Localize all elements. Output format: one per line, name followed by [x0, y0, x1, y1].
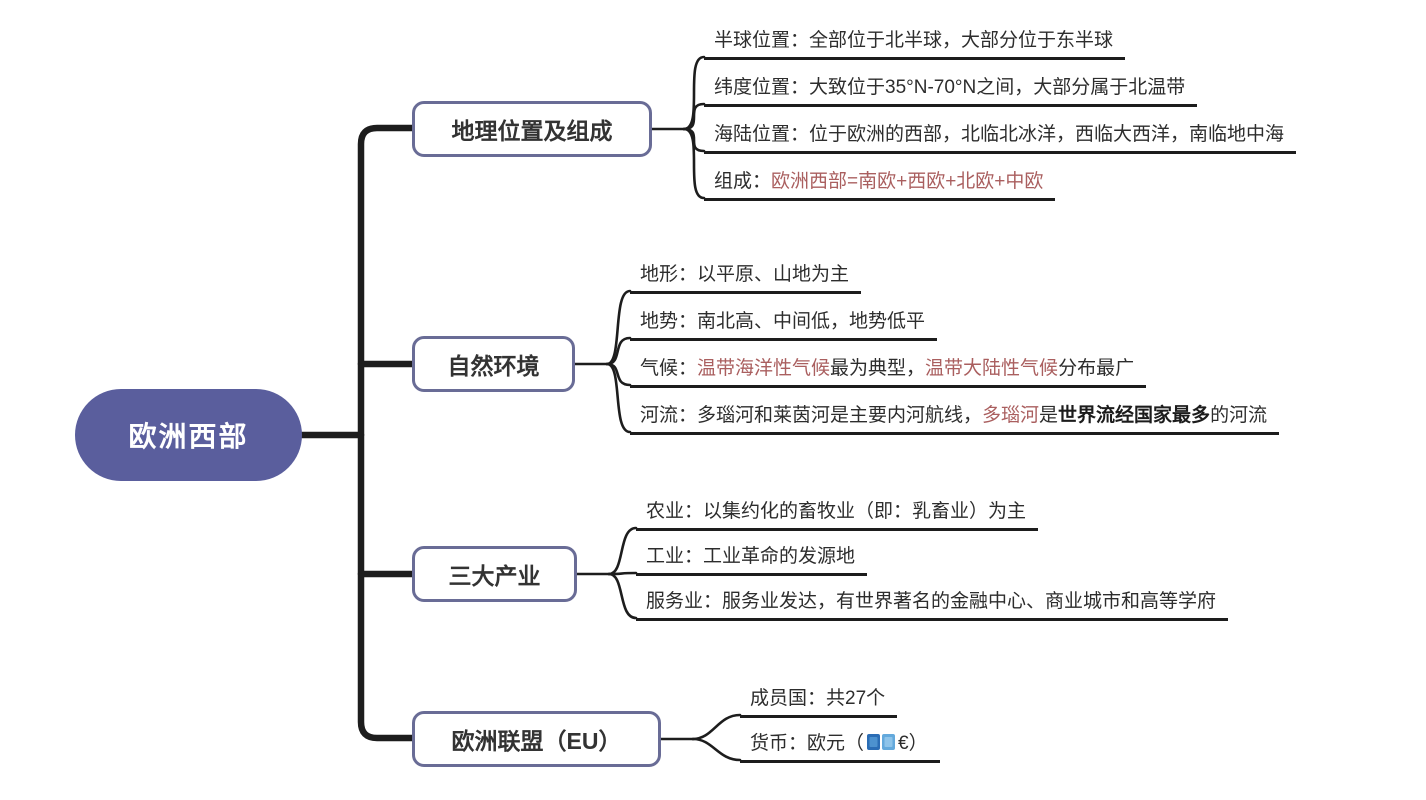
leaf-emphasis: 世界流经国家最多 [1058, 405, 1211, 426]
leaf-text: 最为典型， [830, 358, 926, 379]
leaf-text: 半球位置：全部位于北半球，大部分位于东半球 [714, 30, 1114, 51]
leaf-latitude-position[interactable]: 纬度位置：大致位于35°N-70°N之间，大部分属于北温带 [704, 75, 1198, 107]
branch-label: 自然环境 [447, 353, 540, 379]
trunk [357, 124, 416, 742]
root-node-western-europe[interactable]: 欧洲西部 [75, 389, 302, 481]
branch-label: 地理位置及组成 [451, 118, 613, 144]
leaf-text: 地形：以平原、山地为主 [640, 264, 850, 285]
leaf-text: 地势：南北高、中间低，地势低平 [640, 311, 926, 332]
leaf-hemisphere-position[interactable]: 半球位置：全部位于北半球，大部分位于东半球 [704, 28, 1126, 60]
leaf-text: 工业：工业革命的发源地 [646, 546, 856, 567]
leaf-text: 成员国：共27个 [750, 688, 886, 709]
leaf-land-sea-position[interactable]: 海陆位置：位于欧洲的西部，北临北冰洋，西临大西洋，南临地中海 [704, 122, 1297, 154]
leaf-relief[interactable]: 地势：南北高、中间低，地势低平 [630, 309, 938, 341]
leaf-text: 组成： [714, 171, 772, 192]
leaf-text: 服务业：服务业发达，有世界著名的金融中心、商业城市和高等学府 [646, 591, 1217, 612]
branch-node-eu[interactable]: 欧洲联盟（EU） [412, 711, 661, 767]
leaf-text: 河流：多瑙河和莱茵河是主要内河航线， [640, 405, 983, 426]
branch-label: 三大产业 [448, 563, 541, 589]
leaf-text: 是 [1039, 405, 1059, 426]
leaf-text: €） [898, 733, 928, 754]
leaf-text: 货币：欧元（ [750, 733, 865, 754]
branch-node-natural-environment[interactable]: 自然环境 [412, 336, 575, 392]
leaf-text: 分布最广 [1058, 358, 1135, 379]
leaf-industry[interactable]: 工业：工业革命的发源地 [636, 544, 868, 576]
leaf-member-states[interactable]: 成员国：共27个 [740, 686, 898, 718]
leaf-currency[interactable]: 货币：欧元（ €） [740, 731, 940, 763]
leaf-terrain[interactable]: 地形：以平原、山地为主 [630, 262, 862, 294]
branch-label: 欧洲联盟（EU） [451, 728, 622, 754]
root-label: 欧洲西部 [128, 421, 249, 452]
leaf-text: 农业：以集约化的畜牧业（即：乳畜业）为主 [646, 501, 1027, 522]
leaf-highlight: 温带大陆性气候 [925, 358, 1059, 379]
euro-banknote-icon [867, 734, 896, 750]
leaf-services[interactable]: 服务业：服务业发达，有世界著名的金融中心、商业城市和高等学府 [636, 589, 1229, 621]
leaf-highlight: 温带海洋性气候 [697, 358, 831, 379]
branch-node-location[interactable]: 地理位置及组成 [412, 101, 652, 157]
leaf-composition[interactable]: 组成：欧洲西部=南欧+西欧+北欧+中欧 [704, 169, 1056, 201]
leaf-text: 海陆位置：位于欧洲的西部，北临北冰洋，西临大西洋，南临地中海 [714, 124, 1285, 145]
leaf-highlight: 多瑙河 [982, 405, 1040, 426]
leaf-text: 纬度位置：大致位于35°N-70°N之间，大部分属于北温带 [714, 77, 1186, 98]
leaf-climate[interactable]: 气候：温带海洋性气候最为典型，温带大陆性气候分布最广 [630, 356, 1147, 388]
leaf-text: 的河流 [1210, 405, 1268, 426]
leaf-highlight: 欧洲西部=南欧+西欧+北欧+中欧 [771, 171, 1044, 192]
leaf-text: 气候： [640, 358, 698, 379]
leaf-agriculture[interactable]: 农业：以集约化的畜牧业（即：乳畜业）为主 [636, 499, 1039, 531]
branch-node-industries[interactable]: 三大产业 [412, 546, 577, 602]
leaf-rivers[interactable]: 河流：多瑙河和莱茵河是主要内河航线，多瑙河是世界流经国家最多的河流 [630, 403, 1280, 435]
